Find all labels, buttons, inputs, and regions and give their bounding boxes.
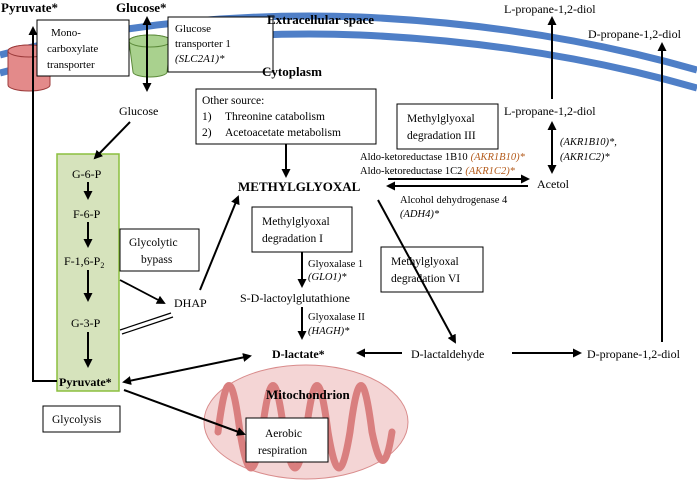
slc2a1-gene-label: (SLC2A1)* [175, 53, 225, 65]
f16p2-label: F-1,6-P2 [64, 254, 104, 270]
l-propanediol-cytoplasm: L-propane-1,2-diol [504, 104, 596, 118]
other-source-title: Other source: [202, 95, 264, 107]
mg-degradation-iii-box [396, 103, 499, 150]
other-source-item1: Threonine catabolism [225, 111, 325, 123]
other-source-item2-num: 2) [202, 127, 212, 139]
glycolytic-bypass-box [119, 228, 200, 272]
glut1-label-line1: Glucose [175, 23, 211, 35]
glycolysis-box [42, 405, 121, 433]
glycolysis-label: Glycolysis [52, 414, 102, 426]
mg-degradation-vi-line2: degradation VI [391, 273, 460, 285]
hagh-enzyme-label: Glyoxalase II [308, 312, 365, 323]
dhap-g3p-isomerase-line-b [121, 316, 174, 335]
mg-degradation-i-line2: degradation I [262, 233, 323, 245]
pyruvate-extracellular: Pyruvate* [1, 0, 58, 15]
mg-degradation-i-line1: Methylglyoxal [262, 216, 330, 228]
l-propanediol-extracellular: L-propane-1,2-diol [504, 2, 596, 16]
other-source-item2: Acetoacetate metabolism [225, 127, 341, 139]
glucose-extracellular: Glucose* [116, 0, 167, 15]
s-d-lactoylglutathione-label: S-D-lactoylglutathione [240, 291, 350, 305]
adh4-gene-label: (ADH4)* [400, 209, 440, 220]
mct-label-line1: Mono- [51, 27, 81, 39]
mct-label-line2: carboxylate [47, 43, 98, 55]
pyruvate-cytoplasm: Pyruvate* [59, 375, 112, 389]
mg-degradation-iii-line1: Methylglyoxal [407, 113, 475, 125]
pyruvate-to-respiration-arrow [123, 389, 246, 436]
dhap-label: DHAP [174, 296, 207, 310]
mg-degradation-i-box [251, 206, 353, 253]
glycolytic-bypass-line2: bypass [141, 254, 173, 266]
d-lactaldehyde-label: D-lactaldehyde [411, 347, 484, 361]
d-propanediol-extracellular: D-propane-1,2-diol [588, 27, 682, 41]
hagh-gene-label: (HAGH)* [308, 326, 350, 337]
d-propanediol-cytoplasm: D-propane-1,2-diol [587, 347, 681, 361]
extracellular-space-label: Extracellular space [267, 12, 374, 27]
mg-to-dlactaldehyde-arrow [377, 199, 456, 344]
acetol-label: Acetol [537, 177, 570, 191]
akr1c2-enzyme-label: Aldo-ketoreductase 1C2(AKR1C2)* [360, 166, 516, 177]
other-source-item1-num: 1) [202, 111, 212, 123]
glucose-to-g6p-arrow [93, 121, 131, 160]
glycolytic-bypass-line1: Glycolytic [129, 237, 178, 249]
mg-degradation-iii-line2: degradation III [407, 130, 476, 142]
glo1-enzyme-label: Glyoxalase 1 [308, 259, 363, 270]
akr1c2-side-gene-label: (AKR1C2)* [560, 152, 610, 163]
mct-label-line3: transporter [47, 59, 95, 71]
dhap-to-methylglyoxal-arrow [199, 195, 240, 291]
akr1b10-side-gene-label: (AKR1B10)*, [560, 137, 617, 148]
mg-degradation-vi-line1: Methylglyoxal [391, 256, 459, 268]
glucose-cytoplasm: Glucose [119, 104, 158, 118]
dhap-g3p-isomerase-line-a [119, 312, 172, 331]
f6p-label: F-6-P [73, 207, 101, 221]
glut1-label-box [167, 16, 274, 73]
mitochondrion-label: Mitochondrion [266, 387, 351, 402]
methylglyoxal-label: METHYLGLYOXAL [238, 179, 361, 194]
g3p-label: G-3-P [71, 316, 101, 330]
pyruvate-export-arrow [28, 26, 57, 382]
adh4-enzyme-label: Alcohol dehydrogenase 4 [400, 195, 508, 206]
g6p-label: G-6-P [72, 167, 102, 181]
aerobic-respiration-line2: respiration [258, 445, 307, 457]
arrows [28, 16, 667, 436]
aerobic-respiration-line1: Aerobic [265, 428, 302, 440]
pyruvate-dlactate-arrow [122, 353, 252, 385]
glut1-transporter-shape [128, 34, 172, 78]
aerobic-respiration-box [245, 417, 329, 463]
glo1-gene-label: (GLO1)* [308, 272, 347, 283]
akr1b10-enzyme-label: Aldo-ketoreductase 1B10(AKR1B10)* [360, 152, 526, 163]
d-lactate-label: D-lactate* [272, 347, 325, 361]
mct-label-box [36, 19, 130, 77]
glut1-label-line2: transporter 1 [175, 38, 231, 50]
cytoplasm-label: Cytoplasm [262, 64, 322, 79]
mg-degradation-vi-box [380, 246, 484, 293]
f16p2-to-dhap-arrow [119, 279, 166, 304]
